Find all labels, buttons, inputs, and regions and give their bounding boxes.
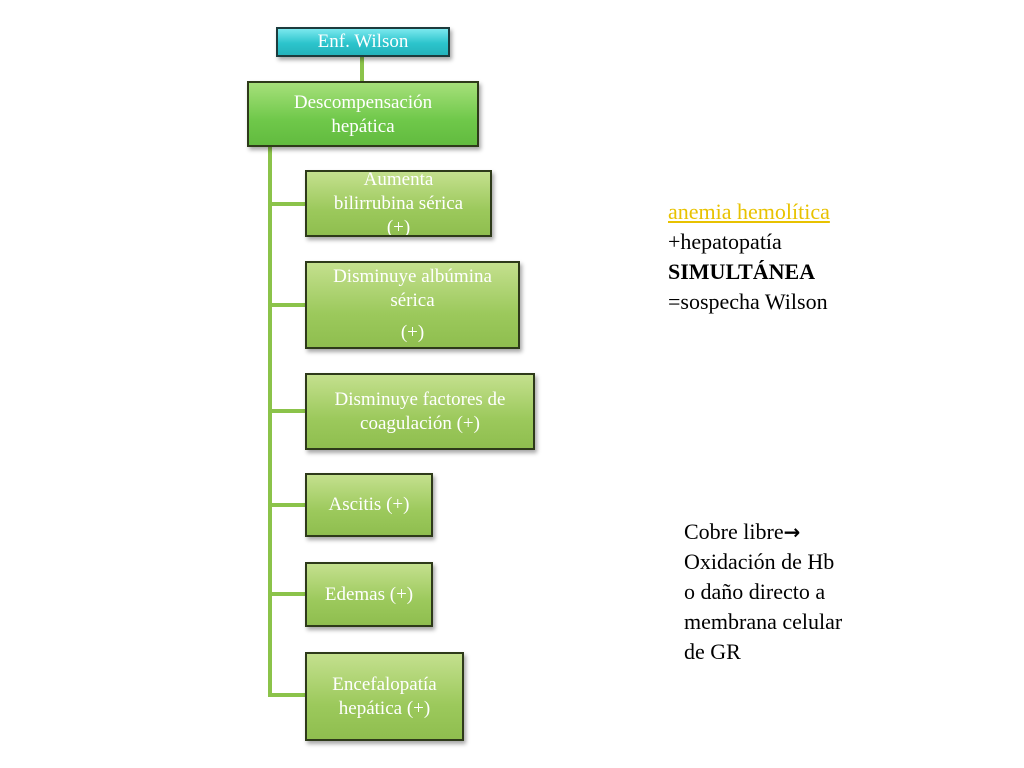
note-hemolysis-line-3: SIMULTÁNEA — [668, 259, 816, 284]
connector-trunk — [268, 145, 272, 697]
node-disminuye-albumina: Disminuye albúmina sérica (+) — [305, 261, 520, 349]
anemia-hemolitica-link[interactable]: anemia hemolítica — [668, 199, 830, 224]
node-2-line-2: sérica — [390, 290, 435, 311]
note-copper: Cobre libre→ Oxidación de Hb o daño dire… — [684, 517, 842, 667]
note-copper-line-1-text: Cobre libre — [684, 519, 784, 544]
note-hemolysis-line-2: +hepatopatía — [668, 229, 782, 254]
node-disminuye-factores: Disminuye factores de coagulación (+) — [305, 373, 535, 450]
node-4-line-1: Ascitis (+) — [328, 494, 410, 515]
note-copper-line-3: o daño directo a — [684, 579, 826, 604]
node-5-line-1: Edemas (+) — [324, 583, 414, 605]
note-hemolysis: anemia hemolítica +hepatopatía SIMULTÁNE… — [668, 197, 830, 317]
note-copper-line-4: membrana celular — [684, 609, 843, 634]
node-ascitis: Ascitis (+) — [305, 473, 433, 537]
note-copper-line-5: de GR — [684, 639, 741, 664]
node-aumenta-bilirrubina: Aumenta bilirrubina sérica (+) — [305, 170, 492, 237]
note-copper-line-1: Cobre libre→ — [684, 517, 842, 547]
node-1-line-3: (+) — [386, 216, 411, 237]
connector-branch-6 — [268, 693, 306, 697]
connector-branch-5 — [268, 592, 306, 596]
node-2-line-3: (+) — [400, 322, 425, 343]
node-edemas: Edemas (+) — [305, 562, 433, 627]
node-descompensacion-hepatica: Descompensación hepática — [247, 81, 479, 147]
arrow-right-icon: → — [783, 520, 801, 544]
node-main-line-1: Descompensación — [293, 92, 433, 113]
node-6-line-1: Encefalopatía — [332, 673, 437, 695]
node-6-line-2: hepática (+) — [338, 697, 431, 719]
connector-branch-2 — [268, 303, 306, 307]
connector-branch-3 — [268, 409, 306, 413]
connector-branch-4 — [268, 503, 306, 507]
node-2-line-1: Disminuye albúmina — [333, 266, 492, 287]
node-enf-wilson-label: Enf. Wilson — [317, 31, 409, 52]
connector-root-main — [360, 56, 364, 82]
node-3-line-2: coagulación (+) — [360, 412, 480, 434]
node-main-line-2: hepática — [331, 116, 395, 137]
node-enf-wilson: Enf. Wilson — [276, 27, 450, 57]
node-1-line-1: Aumenta — [363, 170, 434, 190]
connector-branch-1 — [268, 202, 306, 206]
node-1-line-2: bilirrubina sérica — [333, 192, 464, 214]
node-encefalopatia: Encefalopatía hepática (+) — [305, 652, 464, 741]
note-copper-line-2: Oxidación de Hb — [684, 549, 835, 574]
note-hemolysis-line-4: =sospecha Wilson — [668, 289, 828, 314]
node-3-line-1: Disminuye factores de — [334, 388, 506, 410]
